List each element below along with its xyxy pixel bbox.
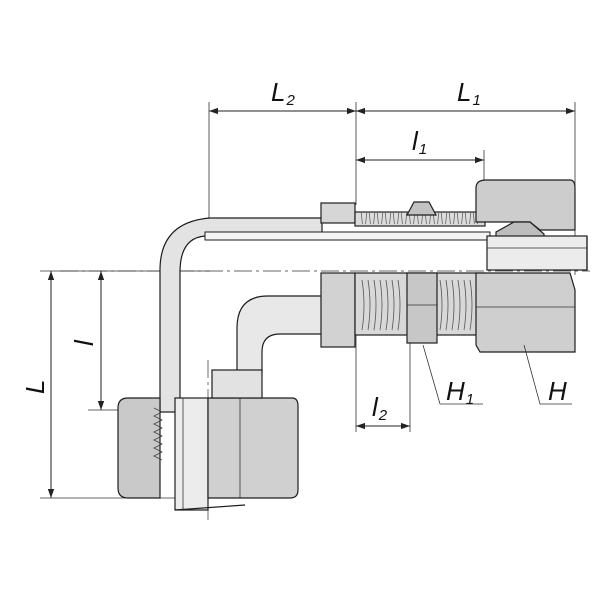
thread-left [153, 407, 163, 461]
label-H: H [548, 376, 567, 406]
union-nut-lower [475, 272, 576, 353]
leader-H1 [422, 344, 483, 405]
leader-lines [422, 344, 572, 405]
body-stub [211, 369, 263, 399]
label-L1: L1 [457, 77, 481, 109]
leader-H [523, 344, 572, 405]
label-l: l [69, 339, 99, 346]
horizontal-branch [159, 179, 588, 413]
label-L: L [20, 380, 50, 394]
union-nut-left [117, 397, 161, 499]
label-H1: H1 [446, 376, 474, 408]
union-nut-right [207, 397, 299, 499]
tube-horizontal [486, 235, 588, 271]
locknut-lower [406, 272, 438, 344]
label-L2: L2 [271, 77, 295, 109]
body-collar [320, 202, 356, 224]
dimension-labels: L2 L1 l1 l2 H1 H L l [20, 77, 567, 424]
horizontal-exterior [236, 272, 576, 373]
label-l1: l1 [412, 126, 427, 158]
union-nut-upper [475, 179, 576, 231]
body-bore [204, 231, 491, 241]
body-collar-lower [320, 272, 356, 348]
thread-arcs [361, 279, 473, 331]
dimension-lines [47, 107, 575, 498]
label-l2: l2 [372, 392, 388, 424]
thread-hatch-upper [360, 212, 482, 224]
tube-end [174, 504, 246, 511]
vertical-branch [117, 369, 299, 511]
tube-vertical [174, 397, 209, 511]
elbow-lower-bend [236, 295, 323, 373]
locknut-upper [405, 201, 438, 216]
